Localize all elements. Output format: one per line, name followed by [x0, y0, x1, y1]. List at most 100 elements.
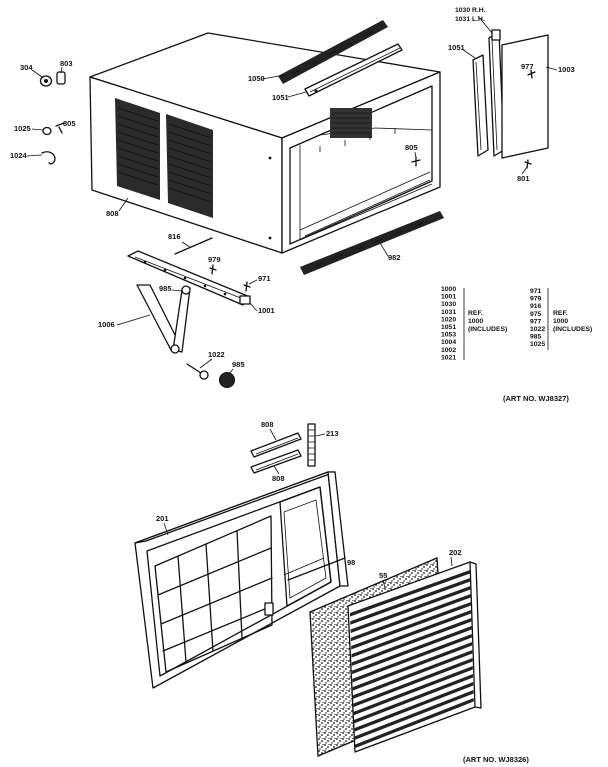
ref-right-number-7: 1025 — [530, 341, 545, 348]
callout-grille-bar-a: 808 — [261, 420, 274, 429]
art-number-top: (ART NO. WJ8327) — [503, 394, 569, 403]
louver-slat — [350, 570, 470, 617]
grille-pin — [307, 423, 316, 467]
callout-seal-top: 1050 — [248, 74, 265, 83]
ref-left-number-3: 1031 — [441, 309, 456, 316]
callout-knob-a: 304 — [20, 63, 33, 72]
callout-bracket-screw: 805 — [405, 143, 418, 152]
callout-brace-rail: 1001 — [258, 306, 275, 315]
callout-screw-panel: 977 — [521, 62, 534, 71]
callout-top-bar-a: 1030 R.H. — [455, 7, 486, 14]
ref-left-number-6: 1053 — [441, 332, 456, 339]
ref-right-number-6: 985 — [530, 334, 542, 341]
screw-979 — [209, 264, 217, 275]
louver-slat — [351, 618, 472, 666]
ref-table: 1000100110301031102010511053100410021021… — [441, 286, 592, 361]
clip-1025 — [42, 126, 52, 136]
ref-right-number-2: 916 — [530, 303, 542, 310]
ref-left-text-3: (INCLUDES) — [468, 326, 507, 333]
louver-slat — [350, 594, 471, 642]
grille-frame — [134, 471, 349, 689]
ref-right-text-3: (INCLUDES) — [553, 326, 592, 333]
callout-foot-pad: 985 — [232, 360, 245, 369]
ref-right-number-0: 971 — [530, 288, 542, 295]
panel-screw-801 — [524, 159, 532, 169]
ref-left-number-4: 1020 — [441, 316, 456, 323]
ref-right-number-1: 979 — [530, 296, 542, 303]
callout-grille-bar-b: 808 — [272, 474, 285, 483]
louver-slat — [352, 642, 473, 691]
top-seal-strip — [278, 20, 388, 84]
ref-right-number-4: 977 — [530, 318, 542, 325]
callout-knob-b: 803 — [60, 59, 73, 68]
foot-pad — [219, 372, 235, 388]
callout-side-panel: 1003 — [558, 65, 575, 74]
louver-slat — [352, 650, 473, 699]
louver-slat — [352, 626, 472, 675]
clip-805 — [55, 122, 65, 134]
side-panel — [501, 34, 549, 159]
louver-slat — [354, 698, 474, 749]
callout-cabinet: 808 — [106, 209, 119, 218]
callout-rod: 816 — [168, 232, 181, 241]
louver-slat — [351, 610, 472, 658]
ref-left-number-5: 1051 — [441, 324, 456, 331]
louver-slat — [352, 634, 472, 683]
ref-left-number-2: 1030 — [441, 301, 456, 308]
callout-clip-c: 1024 — [10, 151, 28, 160]
ref-right-text-1: REF. — [553, 310, 568, 317]
callout-grille-pin: 213 — [326, 429, 339, 438]
ref-left-text-2: 1000 — [468, 318, 483, 325]
support-bracket — [136, 284, 191, 354]
cabinet-assembly — [89, 32, 441, 254]
panel-screw-977 — [527, 69, 536, 79]
side-louver-left — [115, 98, 160, 200]
louver-slat — [354, 690, 474, 741]
callout-front-grille: 202 — [449, 548, 462, 557]
callout-bottom-seal: 982 — [388, 253, 401, 262]
brace-rail — [127, 250, 251, 306]
top-callouts: 1030 R.H. 1031 L.H. 1050 1051 1051 1003 … — [10, 7, 575, 375]
front-louver-grille — [347, 561, 482, 753]
callout-support-bracket: 1006 — [98, 320, 115, 329]
screw-971 — [243, 281, 251, 292]
louver-slat — [353, 666, 473, 716]
louver-slat — [353, 658, 473, 708]
art-number-bottom: (ART NO. WJ8326) — [463, 755, 529, 764]
ref-left-number-0: 1000 — [441, 286, 456, 293]
louver-slat — [353, 674, 474, 724]
callout-clip-a: 1025 — [14, 124, 31, 133]
louver-slat — [350, 586, 471, 633]
bottom-callouts: 808 808 213 201 98 55 202 — [156, 420, 462, 589]
rear-vent-grille — [330, 108, 372, 138]
ref-left-number-8: 1002 — [441, 347, 456, 354]
ref-right-number-3: 975 — [530, 311, 542, 318]
foot-screw — [186, 363, 202, 374]
bottom-seal-strip — [300, 211, 444, 275]
interior-screw — [411, 156, 421, 167]
callout-foot-screw: 1022 — [208, 350, 225, 359]
side-louver-right — [166, 114, 213, 218]
callout-rail-top: 1051 — [272, 93, 289, 102]
top-rail — [304, 43, 403, 97]
louver-slat — [350, 578, 471, 625]
grille-bar-b — [250, 449, 302, 474]
callout-top-bar-b: 1031 L.H. — [455, 16, 485, 23]
callout-filter-frame: 98 — [347, 558, 355, 567]
ref-left-text-1: REF. — [468, 310, 483, 317]
ref-left-number-9: 1021 — [441, 354, 456, 361]
foot-washer — [199, 370, 209, 380]
knob-304 — [39, 75, 53, 87]
callout-grille-frame: 201 — [156, 514, 169, 523]
rod — [174, 237, 213, 255]
callout-bracket-left: 985 — [159, 284, 172, 293]
callout-clip-b: 805 — [63, 119, 76, 128]
callout-screw-panel-low: 801 — [517, 174, 530, 183]
ref-right-text-2: 1000 — [553, 318, 568, 325]
callout-screw-971: 971 — [258, 274, 271, 283]
louver-slat — [351, 602, 471, 650]
knob-803 — [56, 71, 66, 85]
